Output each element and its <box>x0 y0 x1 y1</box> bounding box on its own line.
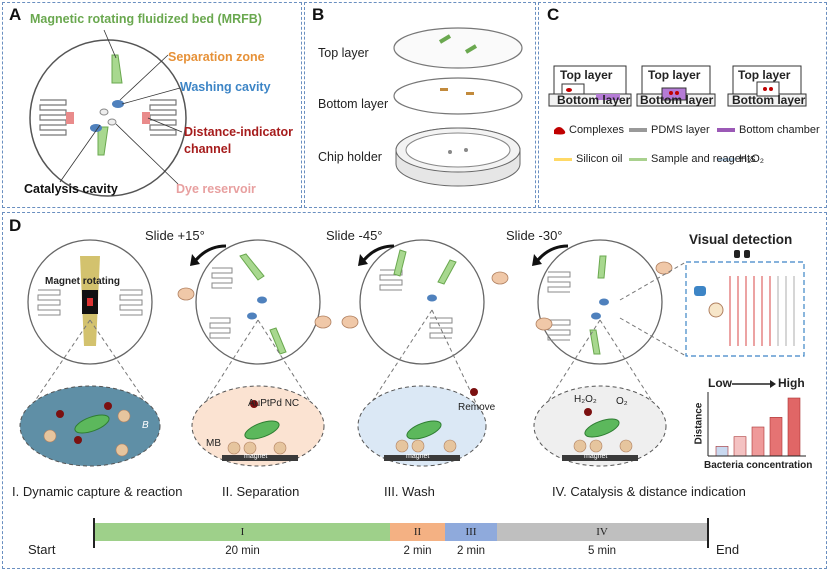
panel-c-label: C <box>547 5 560 24</box>
timeline-time-3: 2 min <box>456 545 486 557</box>
magnet-label-3: magnet <box>584 453 608 460</box>
timeline-time-4: 5 min <box>587 545 617 557</box>
distance-axis-label: Distance <box>693 402 705 445</box>
concentration-axis-label: Bacteria concentration <box>704 460 813 471</box>
panel-b-top-layer: Top layer <box>318 46 369 60</box>
dye-reservoir-label: Dye reservoir <box>176 182 256 196</box>
timeline-time-2: 2 min <box>403 545 432 557</box>
timeline-times: 20 min 2 min 2 min 5 min <box>95 545 707 561</box>
timeline-end: End <box>716 542 740 557</box>
timeline-segment-1: I <box>95 523 390 541</box>
visual-detection-label: Visual detection <box>689 232 793 247</box>
step-3-label: III. Wash <box>384 484 435 499</box>
chip3-top-label: Top layer <box>738 68 791 82</box>
chip1-top-label: Top layer <box>560 68 613 82</box>
distance-bar-4 <box>769 417 783 457</box>
legend-bottom-chamber: Bottom chamber <box>739 124 820 136</box>
high-label: High <box>778 376 805 390</box>
chip2-top-label: Top layer <box>648 68 701 82</box>
panel-d-label: D <box>9 216 22 235</box>
separation-zone-label: Separation zone <box>168 50 265 64</box>
legend-sample: Sample and reagents <box>651 153 756 165</box>
legend-silicon-oil: Silicon oil <box>576 153 623 165</box>
distance-bar-1 <box>715 446 729 457</box>
slide-minus45-label: Slide -45° <box>326 228 383 243</box>
magnet-label-1: magnet <box>244 453 268 460</box>
h2o2-label: H₂O₂ <box>574 394 597 405</box>
magnet-rotating-label: Magnet rotating <box>45 276 120 287</box>
b-field-label: B <box>142 420 149 431</box>
panel-d-frame <box>2 212 827 569</box>
magnet-label-2: magnet <box>406 453 430 460</box>
timeline-segment-3: III <box>445 523 497 541</box>
step-1-label: I. Dynamic capture & reaction <box>12 484 183 499</box>
step-4-label: IV. Catalysis & distance indication <box>552 484 746 499</box>
panel-b-bottom-layer: Bottom layer <box>318 97 389 111</box>
timeline-end-tick <box>707 518 709 548</box>
legend-pdms: PDMS layer <box>651 124 710 136</box>
distance-bar-5 <box>787 397 801 457</box>
washing-cavity-label: Washing cavity <box>180 80 271 94</box>
timeline-start-tick <box>93 518 95 548</box>
chip2-bottom-label: Bottom layer <box>640 93 714 107</box>
slide-minus30-label: Slide -30° <box>506 228 563 243</box>
step-2-label: II. Separation <box>222 484 300 499</box>
mb-label: MB <box>206 438 221 449</box>
low-label: Low <box>708 376 732 390</box>
chip1-bottom-label: Bottom layer <box>557 93 631 107</box>
aunc-label: AuPtPd NC <box>248 398 300 409</box>
catalysis-cavity-label: Catalysis cavity <box>24 182 118 196</box>
distance-indicator-label-2: channel <box>184 142 232 156</box>
mrfb-label: Magnetic rotating fluidized bed (MRFB) <box>30 12 262 26</box>
panel-c-frame <box>538 2 827 208</box>
timeline-segment-4: IV <box>497 523 707 541</box>
chip3-bottom-label: Bottom layer <box>732 93 806 107</box>
timeline-start: Start <box>28 542 56 557</box>
o2-label: O₂ <box>616 396 628 407</box>
remove-label: Remove <box>458 402 496 413</box>
panel-a-frame <box>2 2 302 208</box>
panel-a-label: A <box>9 5 22 24</box>
panel-b-chip-holder: Chip holder <box>318 150 382 164</box>
panel-b-frame <box>304 2 536 208</box>
distance-bar-3 <box>751 426 765 457</box>
timeline-segment-2: II <box>390 523 445 541</box>
timeline-time-1: 20 min <box>225 545 260 557</box>
legend-h2o2: H₂O₂ <box>739 153 765 165</box>
legend-complexes: Complexes <box>569 124 625 136</box>
panel-b-label: B <box>312 5 325 24</box>
slide-plus15-label: Slide +15° <box>145 228 205 243</box>
distance-bar-2 <box>733 436 747 457</box>
distance-indicator-label: Distance-indicator <box>184 125 294 139</box>
